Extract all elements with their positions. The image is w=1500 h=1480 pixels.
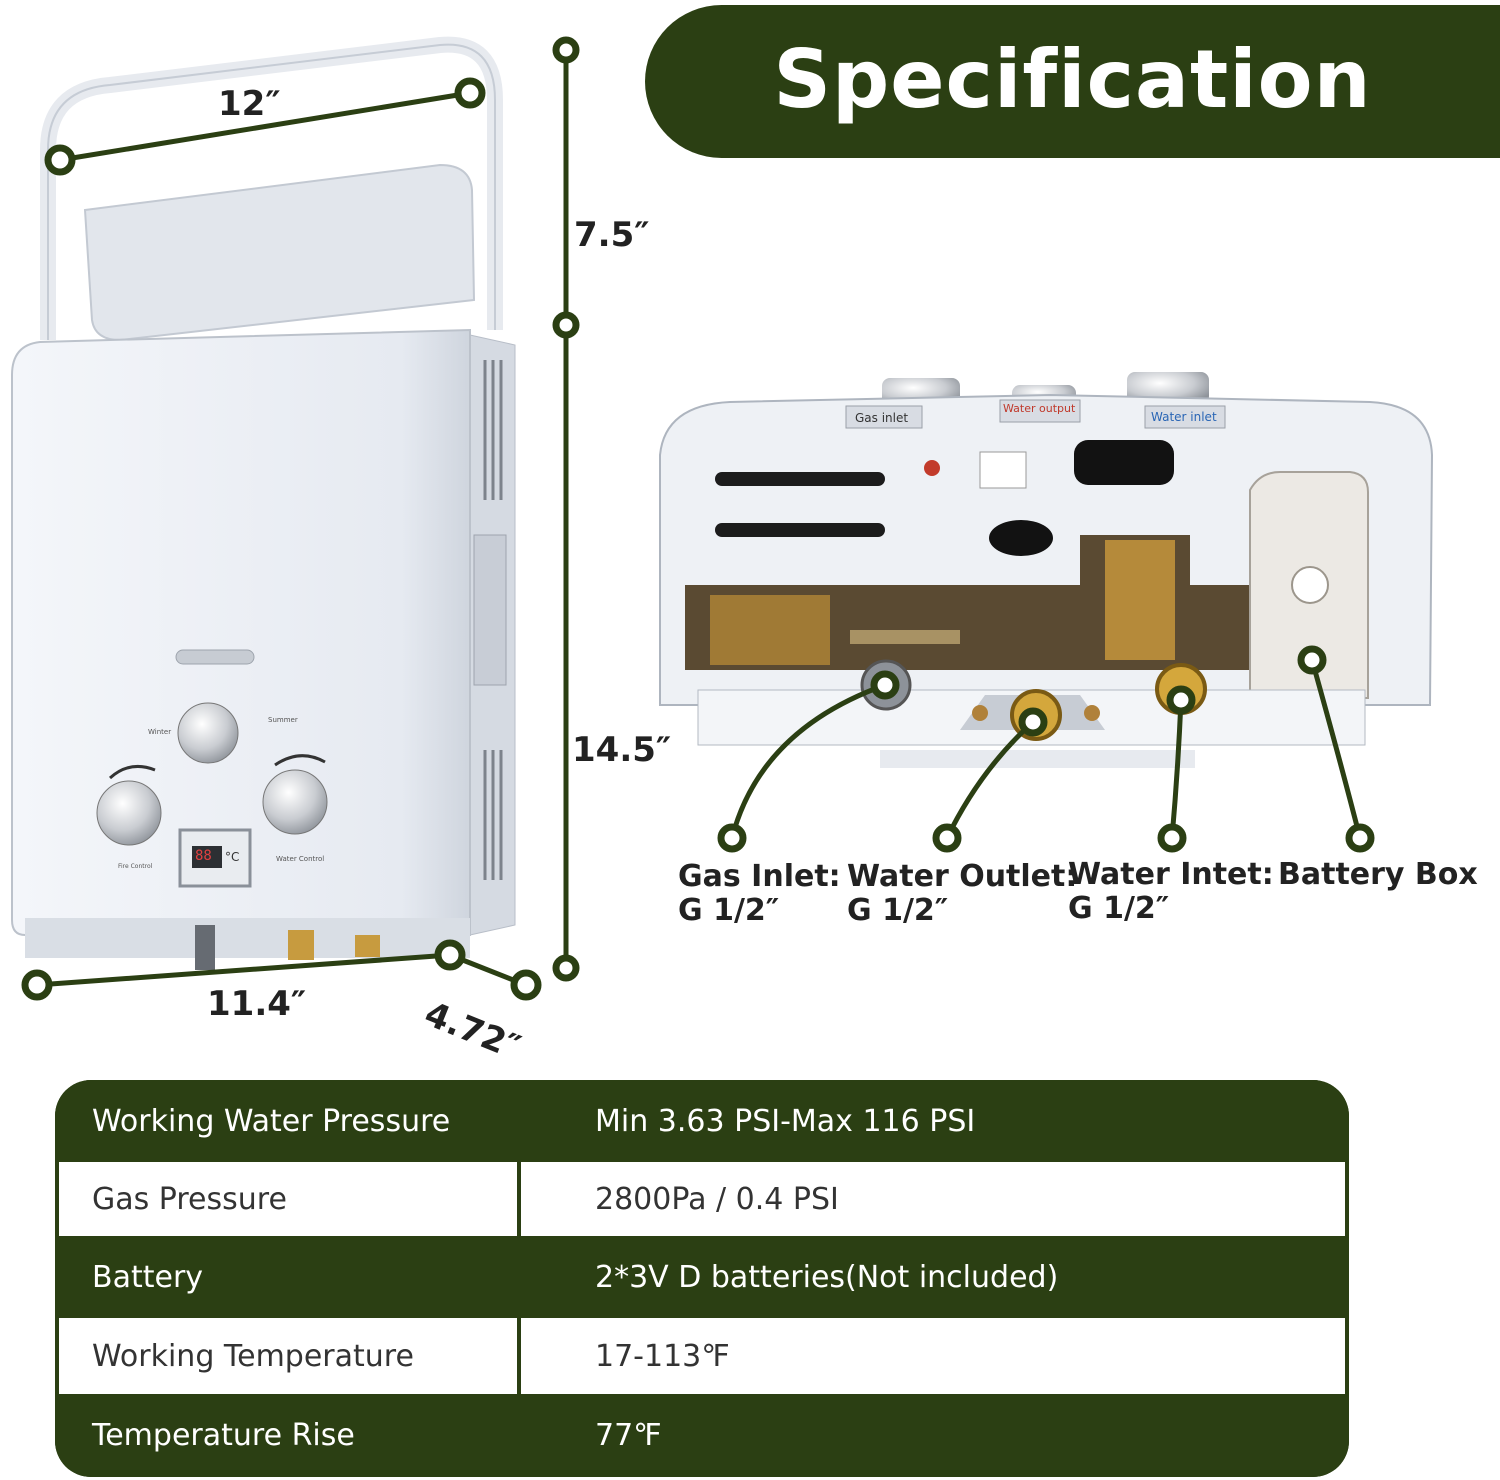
- dim-body-height: 14.5″: [572, 730, 672, 770]
- water-output-plate: Water output: [1003, 402, 1076, 415]
- callout-gas-inlet: Gas Inlet:G 1/2″: [678, 859, 841, 928]
- column-divider: [517, 1318, 521, 1394]
- dim-base-width: 11.4″: [207, 984, 307, 1024]
- spec-label: Temperature Rise: [92, 1418, 355, 1453]
- callout-battery-box: Battery Box: [1278, 857, 1478, 892]
- dim-handle-width: 12″: [218, 84, 281, 124]
- heater-front-illustration: [11, 36, 580, 1001]
- spec-row: Working Temperature 17-113℉: [59, 1318, 1345, 1394]
- spec-label: Working Water Pressure: [92, 1103, 451, 1139]
- dim-handle-height: 7.5″: [574, 215, 650, 255]
- spec-row: Battery 2*3V D batteries(Not included): [55, 1236, 1349, 1318]
- water-inlet-plate: Water inlet: [1151, 410, 1217, 424]
- callout-lines: [717, 645, 1375, 853]
- spec-row: Temperature Rise 77℉: [55, 1394, 1349, 1477]
- spec-value: 2800Pa / 0.4 PSI: [595, 1181, 839, 1217]
- spec-label: Battery: [92, 1259, 204, 1295]
- column-divider: [517, 1162, 521, 1236]
- fire-control-label: Fire Control: [118, 863, 153, 870]
- spec-value: 2*3V D batteries(Not included): [595, 1259, 1059, 1295]
- spec-label: Gas Pressure: [92, 1181, 287, 1217]
- display-digits: 88: [195, 848, 212, 864]
- spec-label: Working Temperature: [92, 1338, 414, 1374]
- heater-bottom-illustration: [659, 372, 1434, 768]
- page-title: Specification: [773, 33, 1372, 126]
- spec-row: Working Water Pressure Min 3.63 PSI-Max …: [55, 1080, 1349, 1162]
- winter-label: Winter: [148, 728, 172, 736]
- callout-water-inlet: Water Intet:G 1/2″: [1068, 857, 1274, 926]
- spec-table: Working Water Pressure Min 3.63 PSI-Max …: [55, 1080, 1349, 1477]
- spec-value: 17-113℉: [595, 1338, 730, 1374]
- summer-label: Summer: [268, 716, 298, 724]
- gas-inlet-plate: Gas inlet: [855, 411, 909, 425]
- spec-row: Gas Pressure 2800Pa / 0.4 PSI: [59, 1162, 1345, 1236]
- water-control-label: Water Control: [276, 855, 325, 863]
- callout-water-outlet: Water Outlet:G 1/2″: [847, 859, 1078, 928]
- spec-value: 77℉: [595, 1418, 662, 1453]
- display-unit: °C: [225, 850, 240, 864]
- spec-value: Min 3.63 PSI-Max 116 PSI: [595, 1103, 976, 1139]
- header-banner: Specification: [645, 5, 1500, 158]
